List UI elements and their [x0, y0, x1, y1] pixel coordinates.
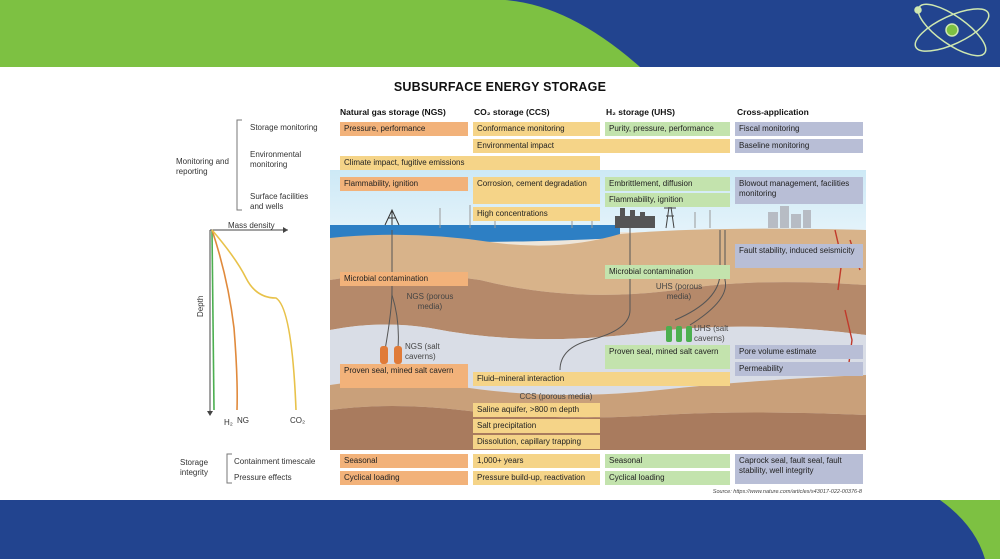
deep-sediment-layer	[330, 375, 866, 418]
density-depth-plot	[207, 227, 297, 416]
box-ngs-cyclical: Cyclical loading	[340, 471, 468, 485]
box-ngs-monitoring: Pressure, performance	[340, 122, 468, 136]
row-storage-monitoring: Storage monitoring	[250, 123, 318, 132]
upper-sediment-layer	[330, 228, 866, 295]
box-environmental-impact: Environmental impact	[473, 139, 730, 153]
row-environmental-monitoring: Environmental monitoring	[250, 150, 302, 169]
box-baseline-monitoring: Baseline monitoring	[735, 139, 863, 153]
label-ngs-salt: NGS (salt caverns)	[405, 342, 440, 361]
monitoring-bracket	[236, 119, 242, 211]
box-uhs-proven-seal: Proven seal, mined salt cavern	[605, 345, 730, 369]
group-storage-integrity: Storage integrity	[180, 458, 209, 477]
box-ccs-high-concentrations: High concentrations	[473, 207, 600, 221]
curve-co2	[211, 229, 297, 411]
box-climate-impact: Climate impact, fugitive emissions	[340, 156, 600, 170]
row-containment-timescale: Containment timescale	[234, 457, 316, 466]
col-header-uhs: H₂ storage (UHS)	[606, 107, 675, 117]
box-ngs-flammability: Flammability, ignition	[340, 177, 468, 191]
curve-h2	[211, 229, 215, 411]
row-surface-facilities: Surface facilities and wells	[250, 192, 309, 211]
ngs-salt-caverns	[380, 346, 402, 364]
box-ccs-years: 1,000+ years	[473, 454, 600, 468]
box-uhs-flammability: Flammability, ignition	[605, 193, 730, 207]
integrity-bracket	[226, 453, 232, 484]
axis-mass-density: Mass density	[228, 221, 275, 230]
col-header-ngs: Natural gas storage (NGS)	[340, 107, 446, 117]
box-cross-caprock: Caprock seal, fault seal, fault stabilit…	[735, 454, 863, 484]
box-uhs-cyclical: Cyclical loading	[605, 471, 730, 485]
reservoir-layer	[330, 274, 866, 340]
box-ccs-saline-aquifer: Saline aquifer, >800 m depth	[473, 403, 600, 417]
box-ngs-proven-seal: Proven seal, mined salt cavern	[340, 364, 468, 388]
box-uhs-seasonal: Seasonal	[605, 454, 730, 468]
curve-label-ng: NG	[237, 416, 249, 425]
label-ccs-porous: CCS (porous media)	[519, 392, 593, 401]
bottom-banner	[0, 500, 1000, 559]
box-ccs-dissolution: Dissolution, capillary trapping	[473, 435, 600, 449]
box-ccs-monitoring: Conformance monitoring	[473, 122, 600, 136]
box-cross-monitoring: Fiscal monitoring	[735, 122, 863, 136]
label-ngs-porous: NGS (porous media)	[406, 292, 454, 311]
curve-label-co2: CO₂	[290, 416, 306, 425]
col-header-ccs: CO₂ storage (CCS)	[474, 107, 550, 117]
label-uhs-salt: UHS (salt caverns)	[694, 324, 729, 343]
box-ngs-seasonal: Seasonal	[340, 454, 468, 468]
figure-title: SUBSURFACE ENERGY STORAGE	[393, 80, 607, 94]
box-uhs-monitoring: Purity, pressure, performance	[605, 122, 730, 136]
box-ccs-corrosion: Corrosion, cement degradation	[473, 177, 600, 204]
source-citation: Source: https://www.nature.com/articles/…	[712, 489, 862, 495]
curve-ng	[211, 229, 238, 411]
label-uhs-porous: UHS (porous media)	[655, 282, 703, 301]
box-cross-permeability: Permeability	[735, 362, 863, 376]
atom-logo-icon	[914, 3, 990, 57]
box-cross-pore-volume: Pore volume estimate	[735, 345, 863, 359]
box-ccs-pressure: Pressure build-up, reactivation	[473, 471, 600, 485]
col-header-cross: Cross-application	[737, 107, 809, 117]
factory-icon	[615, 208, 655, 228]
box-uhs-microbial: Microbial contamination	[605, 265, 730, 279]
top-banner	[0, 0, 1000, 67]
axis-depth: Depth	[196, 295, 205, 317]
banner-graphic	[0, 0, 990, 67]
box-ccs-salt-precipitation: Salt precipitation	[473, 419, 600, 433]
box-uhs-embrittlement: Embrittlement, diffusion	[605, 177, 730, 191]
box-cross-blowout: Blowout management, facilities monitorin…	[735, 177, 863, 204]
group-monitoring: Monitoring and reporting	[176, 157, 229, 176]
box-cross-fault-stability: Fault stability, induced seismicity	[735, 244, 863, 268]
curve-label-h2: H₂	[224, 418, 233, 427]
offshore-platform-icon	[384, 208, 400, 226]
row-pressure-effects: Pressure effects	[234, 473, 292, 482]
bottom-banner-graphic	[940, 500, 1000, 559]
city-buildings-icon	[768, 206, 811, 228]
box-ngs-microbial: Microbial contamination	[340, 272, 468, 286]
uhs-salt-caverns	[666, 326, 692, 342]
box-fluid-mineral-interaction: Fluid–mineral interaction	[473, 372, 730, 386]
